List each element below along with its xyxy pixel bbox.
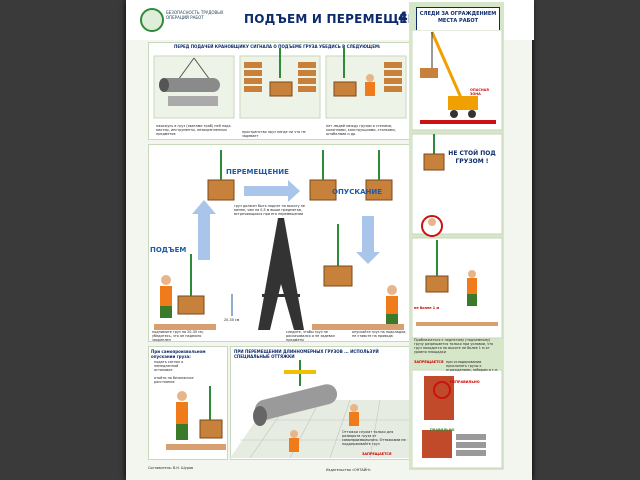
footer-right: Издательство «ОНТАЙН» (326, 468, 371, 472)
mid-caption-3: опускайте груз на подкладки, не ставьте … (352, 330, 407, 338)
move-label: ПЕРЕМЕЩЕНИЕ (226, 168, 289, 176)
top-illustrations (153, 48, 407, 119)
side-note-2: при складировании прислонять грузы к огр… (446, 360, 499, 372)
bottom-left-title: При самопроизвольном опускании груза: (151, 349, 206, 359)
height-mark: 20-30 см (224, 318, 240, 322)
lower-label: ОПУСКАНИЕ (332, 188, 382, 196)
mid-caption-1: поднимите груз на 20-30 см, убедитесь, ч… (152, 330, 204, 342)
side-distance: не более 1 м (414, 306, 440, 310)
bottom-left-illustration (166, 386, 226, 450)
footer-left: Составитель: В.Н. Шуров (148, 466, 193, 470)
label-correct: ПРАВИЛЬНО (430, 428, 455, 432)
logo-text: БЕЗОПАСНОСТЬ ТРУДОВЫХ ОПЕРАЦИЙ РАБОТ (166, 10, 224, 20)
bottom-left-caption-1: подать сигнал о немедленной остановке (154, 360, 184, 372)
poster-number: 4 (398, 10, 408, 26)
mid-caption-2: следите, чтобы груз не раскачивался и не… (286, 330, 335, 342)
top-caption-2: пространство пруз нигде ни что не задева… (242, 130, 306, 138)
side-note-2-red: ЗАПРЕЩАЕТСЯ (414, 360, 444, 364)
danger-zone-sign: ОПАСНАЯ ЗОНА (470, 88, 489, 96)
logo-icon (140, 8, 164, 32)
top-caption-1: нахожусь в груз (хватами траб) ней подх.… (156, 124, 232, 136)
side-illustrations (412, 30, 503, 469)
top-caption-3: нет людей между грузом и стенами, колонн… (326, 124, 396, 136)
top-section-title: ПЕРЕД ПОДАЧЕЙ КРАНОВЩИКУ СИГНАЛА О ПОДЪЕ… (174, 44, 381, 49)
bottom-mid-illustration (230, 360, 410, 458)
height-note: груз должен быть поднят на высоту не мен… (234, 204, 305, 216)
bottom-mid-note-red: ЗАПРЕЩАЕТСЯ (362, 452, 392, 456)
middle-illustrations (154, 150, 404, 330)
bottom-left-caption-2: отойти на безопасное расстояние (154, 376, 194, 384)
side-warning: НЕ СТОЙ ПОД ГРУЗОМ ! (448, 150, 496, 165)
bottom-mid-title: ПРИ ПЕРЕМЕЩЕНИИ ДЛИННОМЕРНЫХ ГРУЗОВ ... … (234, 349, 379, 359)
side-note-1: Приближаться к поднятому (подъемному) гр… (414, 338, 494, 354)
lift-label: ПОДЪЕМ (150, 246, 187, 254)
label-wrong: НЕПРАВИЛЬНО (450, 380, 480, 384)
bottom-mid-note: Оттяжки служат только для разворота груз… (342, 430, 406, 446)
